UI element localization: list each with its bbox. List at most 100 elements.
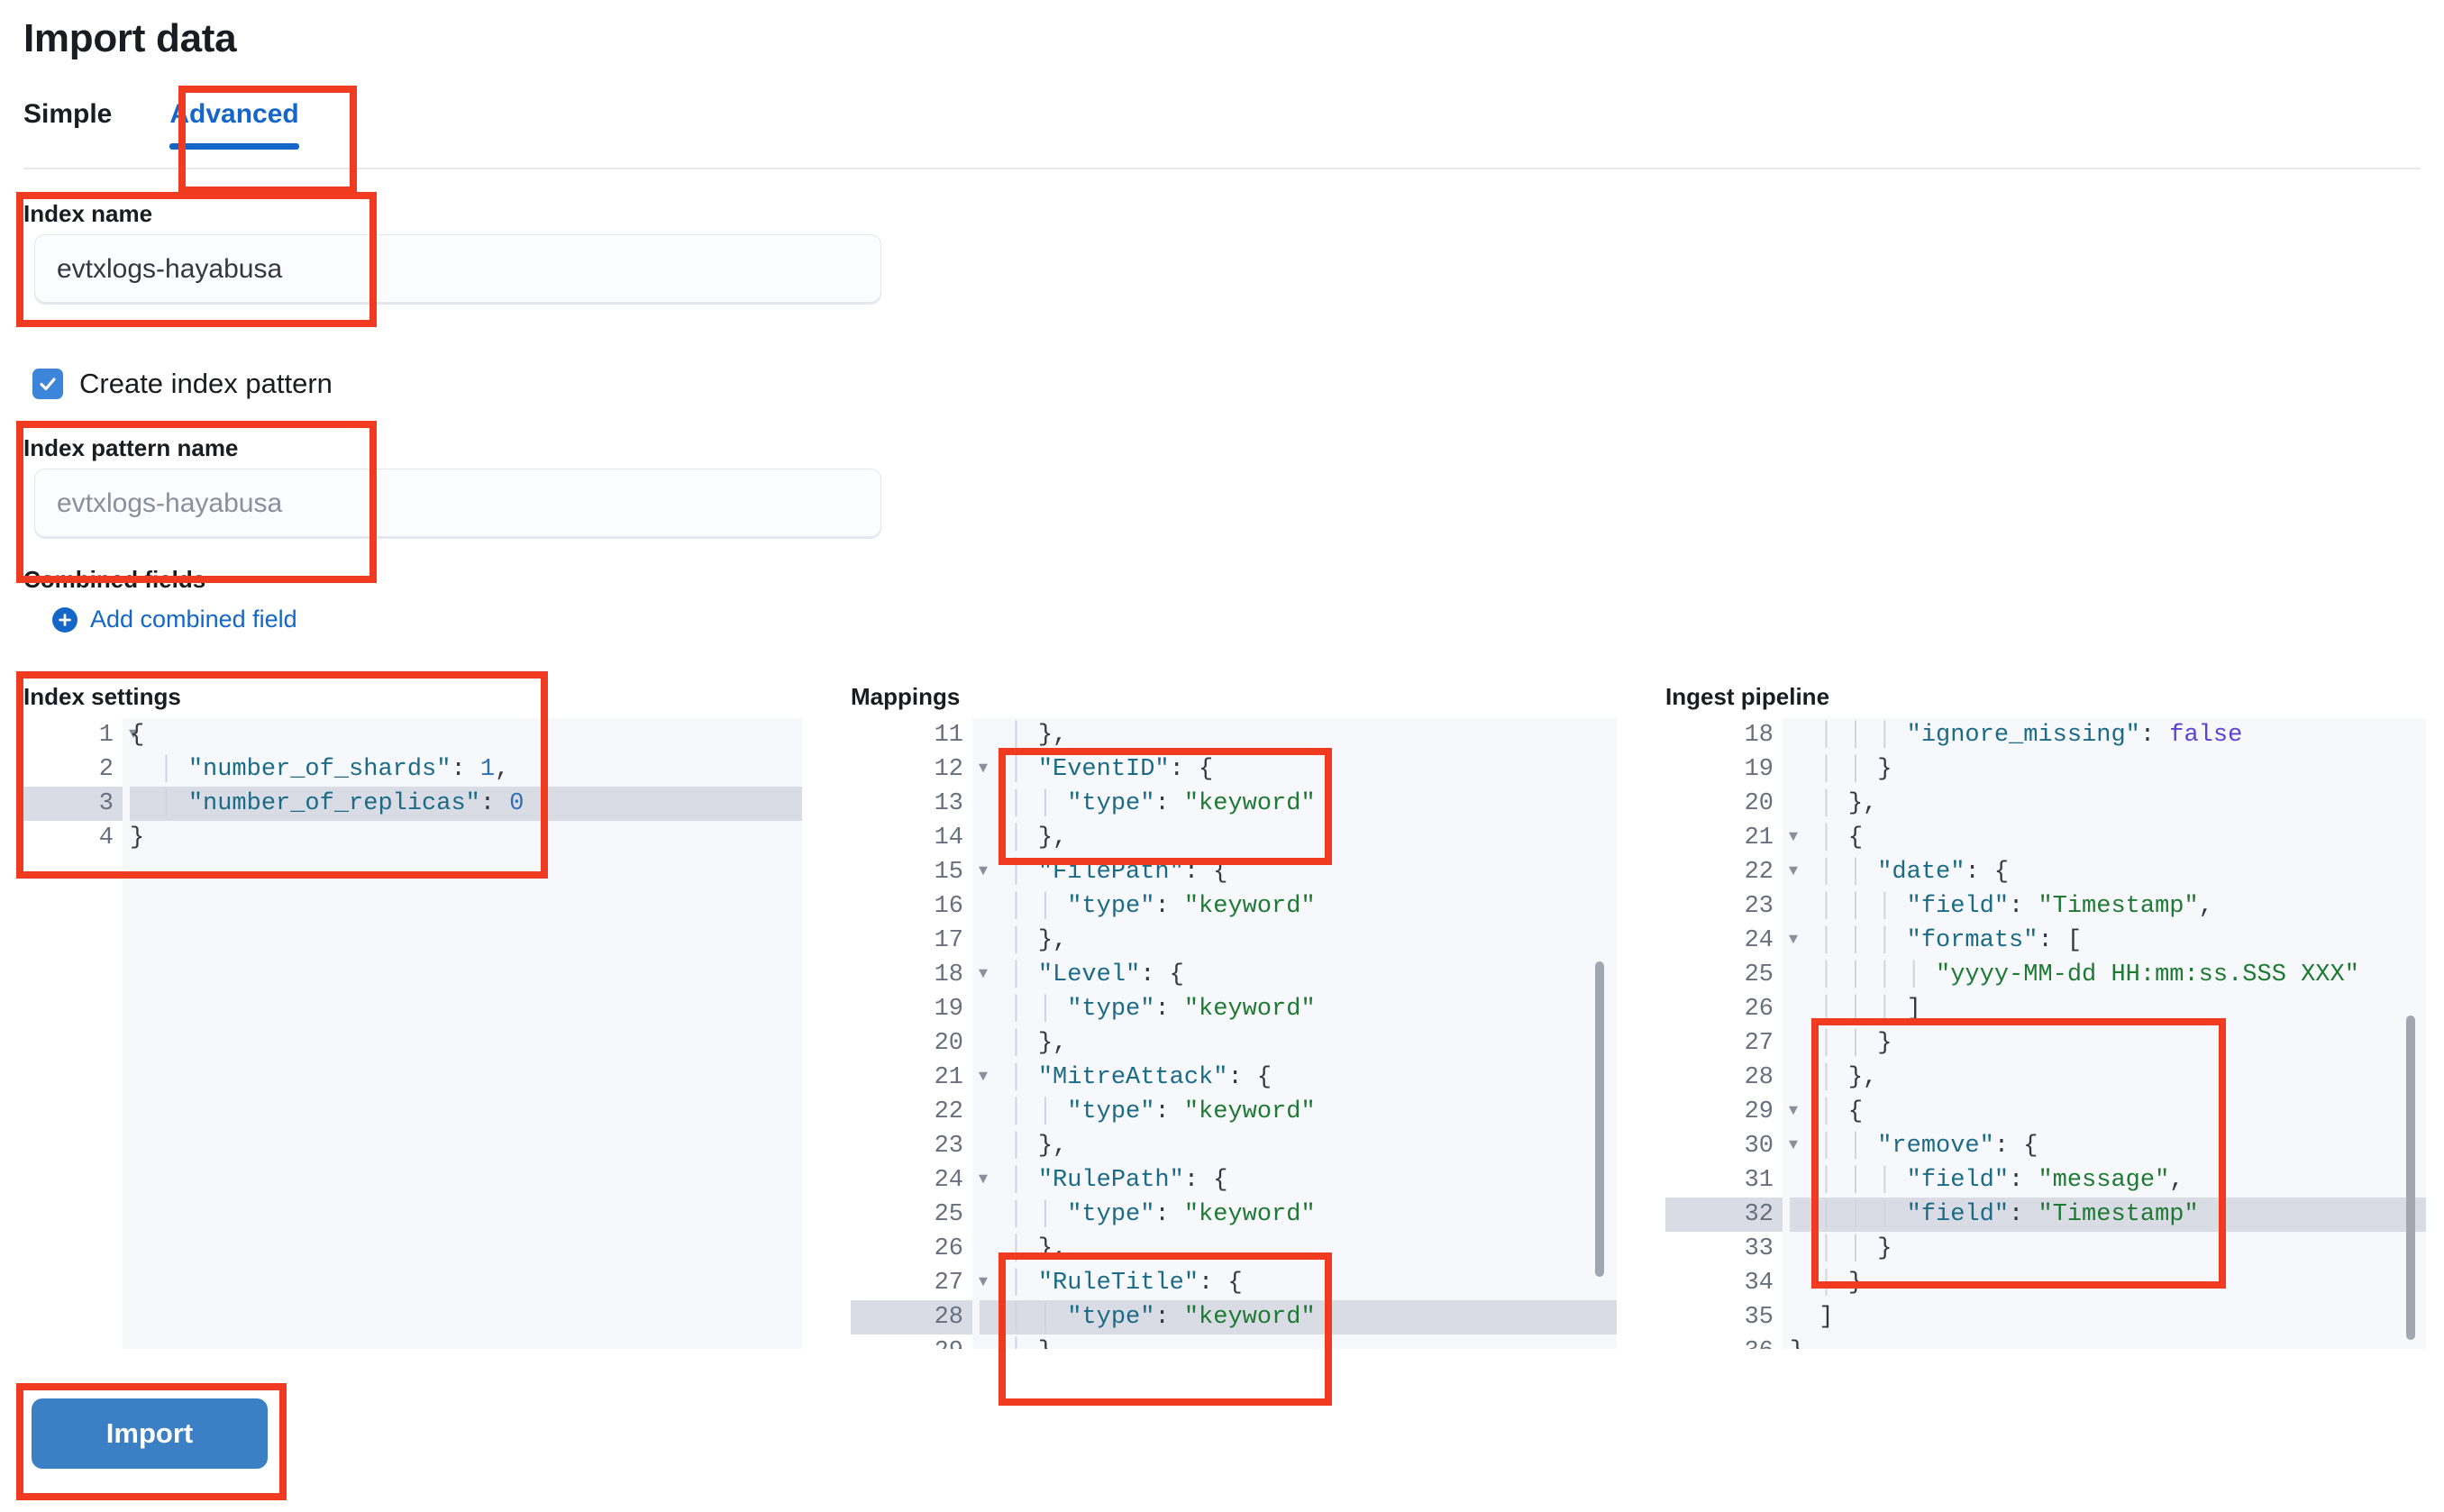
code-line: │ │ "date": {: [1819, 859, 2010, 886]
code-line: │ │ │ "field": "message",: [1819, 1167, 2184, 1194]
code-line: │ "FilePath": {: [1008, 859, 1228, 886]
fold-arrow-icon[interactable]: ▼: [978, 966, 989, 983]
line-number: 2: [98, 756, 114, 783]
code-line: │ "RuleTitle": {: [1008, 1270, 1243, 1297]
line-number: 31: [1744, 1167, 1774, 1194]
code-line: │ "number_of_shards": 1,: [159, 756, 510, 783]
tab-divider: [23, 168, 2421, 169]
code-line: │ │ │ "field": "Timestamp": [1790, 1198, 2426, 1232]
index-name-label: Index name: [23, 200, 153, 227]
code-line: │ │ │ ]: [1819, 996, 1921, 1023]
fold-arrow-icon[interactable]: ▼: [1788, 829, 1799, 846]
fold-arrow-icon[interactable]: ▼: [1788, 1103, 1799, 1120]
add-combined-field-button[interactable]: Add combined field: [52, 606, 297, 633]
line-number: 19: [1744, 756, 1774, 783]
index_settings-code[interactable]: { │ "number_of_shards": 1, │ "number_of_…: [130, 718, 802, 1349]
import-button[interactable]: Import: [32, 1398, 268, 1469]
line-number: 14: [934, 824, 963, 852]
line-number: 21▼: [1665, 821, 1799, 855]
code-line: │ },: [980, 1334, 1617, 1349]
code-line: }: [130, 824, 145, 852]
code-line: │ │ "type": "keyword": [1008, 893, 1316, 920]
mappings-code[interactable]: │ }, │ "EventID": { │ │ "type": "keyword…: [980, 718, 1617, 1349]
line-number: 30▼: [1665, 1129, 1799, 1163]
line-number: 24▼: [1665, 924, 1799, 958]
line-number: 11: [934, 722, 963, 749]
line-number: 28: [851, 1300, 972, 1334]
fold-arrow-icon[interactable]: ▼: [978, 1274, 989, 1291]
line-number: 20: [1744, 790, 1774, 817]
code-line: │ },: [1819, 1064, 1878, 1091]
line-number: 18▼: [851, 958, 989, 992]
line-number: 29▼: [1665, 1095, 1799, 1129]
line-number: 21▼: [851, 1061, 989, 1095]
fold-arrow-icon[interactable]: ▼: [1788, 1137, 1799, 1154]
code-line: │ │ }: [1819, 1030, 1892, 1057]
line-number: 3: [23, 787, 123, 821]
code-line: │ }: [1819, 1270, 1864, 1297]
index-pattern-name-input[interactable]: evtxlogs-hayabusa: [34, 469, 881, 539]
line-number: 1▼: [23, 718, 138, 752]
code-line: │ │ }: [1819, 756, 1892, 783]
code-line: │ │ │ "formats": [: [1819, 927, 2083, 954]
code-line: {: [130, 722, 145, 749]
code-line: │ },: [1008, 824, 1068, 852]
code-line: │ │ │ "ignore_missing": false: [1819, 722, 2243, 749]
fold-arrow-icon[interactable]: ▼: [978, 1171, 989, 1189]
fold-arrow-icon[interactable]: ▼: [978, 761, 989, 778]
index-settings-editor[interactable]: 1▼ 2 3 4 { │ "number_of_shards": 1, │ "numbe…: [23, 718, 802, 1349]
code-line: │ │ "type": "keyword": [980, 1300, 1617, 1334]
index-name-input[interactable]: evtxlogs-hayabusa: [34, 234, 881, 305]
create-index-pattern-row[interactable]: Create index pattern: [32, 368, 333, 400]
ingest_pipeline-code[interactable]: │ │ │ "ignore_missing": false │ │ } │ },…: [1790, 718, 2426, 1349]
tab-simple[interactable]: Simple: [23, 99, 113, 129]
line-number: 18: [1744, 722, 1774, 749]
code-line: │ "Level": {: [1008, 961, 1184, 988]
code-line: │ },: [1008, 722, 1068, 749]
ingest-pipeline-scrollbar[interactable]: [2406, 1016, 2415, 1340]
line-number: 20: [934, 1030, 963, 1057]
code-line: │ },: [1008, 1133, 1068, 1160]
line-number: 17: [934, 927, 963, 954]
code-line: ]: [1819, 1304, 1834, 1331]
code-line: │ "EventID": {: [1008, 756, 1214, 783]
fold-arrow-icon[interactable]: ▼: [978, 1069, 989, 1086]
code-line: │ },: [1008, 1235, 1068, 1262]
page-title: Import data: [23, 16, 237, 60]
tab-advanced[interactable]: Advanced: [142, 99, 325, 150]
mappings-scrollbar[interactable]: [1595, 961, 1604, 1277]
mappings-title: Mappings: [851, 683, 961, 710]
line-number: 13: [934, 790, 963, 817]
index-pattern-name-label: Index pattern name: [23, 434, 239, 461]
checkbox-checked-icon[interactable]: [32, 369, 63, 399]
fold-arrow-icon[interactable]: ▼: [1788, 863, 1799, 880]
plus-icon: [52, 606, 78, 633]
code-line: │ },: [1008, 927, 1068, 954]
code-line: │ │ │ │ "yyyy-MM-dd HH:mm:ss.SSS XXX": [1819, 961, 2359, 988]
code-line: │ {: [1819, 824, 1864, 852]
line-number: 35: [1744, 1304, 1774, 1331]
line-number: 29: [851, 1334, 972, 1349]
fold-arrow-icon[interactable]: ▼: [978, 863, 989, 880]
code-line: │ {: [1819, 1098, 1864, 1125]
fold-arrow-icon[interactable]: ▼: [1788, 932, 1799, 949]
fold-arrow-icon[interactable]: ▼: [128, 726, 139, 743]
code-line: │ │ }: [1819, 1235, 1892, 1262]
ingest-pipeline-title: Ingest pipeline: [1665, 683, 1830, 710]
line-number: 15▼: [851, 855, 989, 889]
code-line: │ │ │ "field": "Timestamp",: [1819, 893, 2213, 920]
code-line: │ │ "type": "keyword": [1008, 1201, 1316, 1228]
line-number: 4: [98, 824, 114, 852]
code-line: │ },: [1819, 790, 1878, 817]
combined-fields-label: Combined fields: [23, 566, 206, 593]
line-number: 22: [934, 1098, 963, 1125]
tab-bar: Simple Advanced: [23, 99, 326, 150]
code-line: │ │ "remove": {: [1819, 1133, 2038, 1160]
line-number: 19: [934, 996, 963, 1023]
